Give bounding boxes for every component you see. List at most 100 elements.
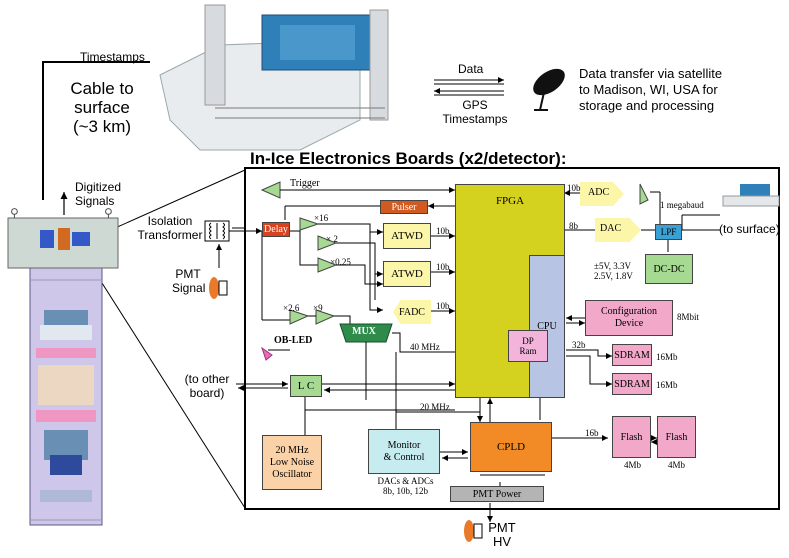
- surface-station-icon: [722, 184, 780, 207]
- pmt-hv-line-2: HV: [492, 534, 512, 549]
- sdram-box-2: SDRAM: [612, 373, 652, 395]
- svg-text:⚲: ⚲: [104, 206, 113, 220]
- monitor-control-box: Monitor & Control: [368, 429, 440, 474]
- isolation-transformer-label: Isolation Transformer: [132, 214, 208, 242]
- pmt-signal-icon: [209, 277, 228, 299]
- x26-label: ×2.6: [283, 303, 300, 313]
- digitized-signals-label: Digitized Signals: [75, 180, 121, 208]
- dacadc-line-1: DACs & ADCs: [377, 476, 434, 486]
- other-board-label: (to other board): [177, 372, 237, 400]
- bits-8b-dac: 8b: [569, 221, 578, 231]
- satellite-dish-icon: [533, 68, 565, 111]
- gps-line-1: GPS: [462, 98, 488, 112]
- dpram-line-1: DP: [522, 336, 534, 346]
- to-surface-label: (to surface): [719, 222, 780, 236]
- osc-line-3: Oscillator: [272, 468, 312, 480]
- data-label: Data: [458, 62, 484, 76]
- pulser-box: Pulser: [380, 200, 428, 214]
- x2-label: × 2: [326, 234, 338, 244]
- sdram-16mb-label-1: 16Mb: [656, 352, 678, 362]
- dac-box: [595, 218, 641, 242]
- pmt-hv-line-1: PMT: [488, 520, 516, 535]
- volt-line-1: ±5V, 3.3V: [594, 261, 632, 271]
- sdram-box-1: SDRAM: [612, 344, 652, 366]
- diagram-title: In-Ice Electronics Boards (x2/detector):: [250, 149, 567, 168]
- digitized-line-2: Signals: [75, 194, 115, 208]
- megabaud-label: 1 megabaud: [660, 200, 704, 210]
- cpu-box: CPU: [529, 255, 565, 398]
- gps-label: GPS Timestamps: [435, 98, 515, 126]
- sat-line-1: Data transfer via satellite: [579, 66, 723, 81]
- lpf-box: LPF: [655, 224, 682, 240]
- cable-line-1: Cable to: [70, 79, 134, 98]
- sdram-16mb-label-2: 16Mb: [656, 380, 678, 390]
- digitized-line-1: Digitized: [75, 180, 122, 194]
- board-outline: [244, 167, 780, 510]
- clock-40mhz-label: 40 MHz: [410, 342, 440, 352]
- sat-line-3: storage and processing: [579, 98, 715, 113]
- bits-10b-atwd2: 10b: [436, 262, 450, 272]
- pmt-signal-line-1: PMT: [175, 267, 201, 281]
- satellite-transfer-label: Data transfer via satellite to Madison, …: [579, 66, 722, 114]
- mux-shape: [339, 323, 393, 343]
- x025-label: ×0.25: [330, 257, 351, 267]
- cable-label: Cable to surface (~3 km): [62, 79, 142, 136]
- isolation-line-2: Transformer: [137, 228, 203, 242]
- lc-box: L C: [290, 375, 322, 397]
- pmt-signal-line-2: Signal: [172, 281, 206, 295]
- pmt-hv-icon: [464, 520, 483, 542]
- bits-10b-atwd1: 10b: [436, 226, 450, 236]
- dac-adc-label: DACs & ADCs 8b, 10b, 12b: [368, 476, 443, 496]
- osc-line-2: Low Noise: [269, 456, 315, 468]
- delay-box: Delay: [262, 222, 290, 237]
- flash-box-1: Flash: [612, 416, 651, 458]
- x16-label: ×16: [314, 213, 329, 223]
- configuration-device-box: Configuration Device: [585, 300, 673, 336]
- other-board-line-2: board): [189, 386, 225, 400]
- dacadc-line-2: 8b, 10b, 12b: [383, 486, 428, 496]
- cable-line-3: (~3 km): [72, 117, 132, 136]
- osc-line-1: 20 MHz: [275, 444, 309, 456]
- config-line-2: Device: [614, 318, 644, 329]
- flash-4mb-label-2: 4Mb: [668, 460, 686, 470]
- mux-label: MUX: [352, 326, 376, 337]
- voltage-label: ±5V, 3.3V 2.5V, 1.8V: [594, 261, 633, 281]
- config-line-1: Configuration: [600, 306, 658, 317]
- atwd-box-2: ATWD: [383, 261, 431, 287]
- adc-label: ADC: [588, 187, 610, 198]
- bus-16b-label: 16b: [585, 428, 599, 438]
- pmt-hv-label: PMT HV: [486, 521, 518, 549]
- isolation-transformer-icon: [204, 220, 230, 242]
- monitor-line-2: & Control: [383, 451, 425, 463]
- trigger-label: Trigger: [290, 178, 320, 189]
- dcdc-box: DC-DC: [645, 254, 693, 284]
- dac-label: DAC: [600, 223, 622, 234]
- obled-label: OB-LED: [274, 335, 313, 346]
- oscillator-box: 20 MHz Low Noise Oscillator: [262, 435, 322, 490]
- flash-4mb-label-1: 4Mb: [624, 460, 642, 470]
- icetop-station-illustration: [159, 4, 389, 151]
- detector-illustration: ⚲ ⚲: [7, 206, 119, 526]
- cable-line-2: surface: [74, 98, 130, 117]
- x9-label: ×9: [313, 303, 323, 313]
- dpram-line-2: Ram: [519, 346, 537, 356]
- gps-line-2: Timestamps: [442, 112, 508, 126]
- svg-text:⚲: ⚲: [10, 206, 19, 220]
- fadc-box: FADC: [393, 300, 431, 324]
- cable-line: [42, 61, 150, 200]
- pmt-signal-label: PMT Signal: [172, 267, 206, 295]
- bus-32b-label: 32b: [572, 340, 586, 350]
- isolation-line-1: Isolation: [147, 214, 193, 228]
- timestamps-label: Timestamps: [80, 50, 145, 64]
- bits-10b-adc: 10b: [567, 183, 581, 193]
- mbit8-label: 8Mbit: [677, 312, 700, 322]
- monitor-line-1: Monitor: [387, 439, 421, 451]
- pmt-power-box: PMT Power: [450, 486, 544, 502]
- volt-line-2: 2.5V, 1.8V: [594, 271, 633, 281]
- atwd-box-1: ATWD: [383, 223, 431, 249]
- sat-line-2: to Madison, WI, USA for: [579, 82, 718, 97]
- flash-box-2: Flash: [657, 416, 696, 458]
- clock-20mhz-label: 20 MHz: [420, 402, 450, 412]
- other-board-line-1: (to other: [184, 372, 230, 386]
